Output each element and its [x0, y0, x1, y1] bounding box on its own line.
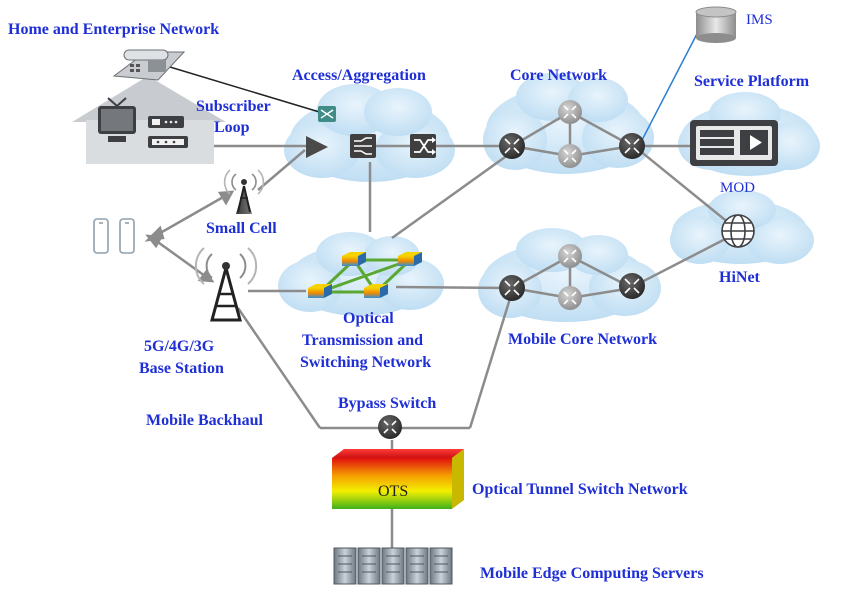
olt-triangle-icon: [306, 136, 328, 158]
base-station-antenna-icon: [194, 247, 258, 322]
label-base-station-1: 5G/4G/3G: [144, 338, 215, 355]
ims-database-icon: [695, 6, 737, 43]
label-optical-2: Transmission and: [302, 332, 424, 349]
optical-nodes: [308, 252, 422, 298]
hinet-globe-icon: [721, 214, 755, 248]
label-loop: Loop: [214, 119, 250, 136]
telephone-icon: [112, 49, 186, 81]
label-base-station-2: Base Station: [139, 360, 224, 377]
ots-box-icon: [332, 449, 464, 509]
label-mobile-core: Mobile Core Network: [508, 331, 657, 348]
label-subscriber: Subscriber: [196, 98, 271, 115]
mec-server-rack-icon: [333, 547, 453, 585]
label-bypass-switch: Bypass Switch: [338, 395, 437, 412]
label-optical-1: Optical: [343, 310, 394, 327]
label-mod: MOD: [720, 180, 756, 196]
media-server-icon: [690, 120, 778, 166]
ims-link: [639, 27, 701, 145]
home-gateway-switch-icon: [318, 106, 336, 122]
label-service-platform: Service Platform: [694, 73, 810, 90]
modem-icon: [148, 116, 188, 148]
smartphone-icons: [93, 218, 135, 254]
label-small-cell: Small Cell: [206, 220, 277, 237]
small-cell-antenna-icon: [223, 169, 265, 214]
access-switch-icon: [410, 134, 436, 158]
label-home-enterprise: Home and Enterprise Network: [8, 21, 220, 38]
router-arrow-marks: [383, 105, 640, 434]
label-optical-3: Switching Network: [300, 354, 432, 371]
label-ots: OTS: [378, 483, 409, 500]
label-mobile-backhaul: Mobile Backhaul: [146, 412, 263, 429]
label-hinet: HiNet: [719, 269, 760, 286]
label-access-aggregation: Access/Aggregation: [292, 67, 426, 84]
label-mec-servers: Mobile Edge Computing Servers: [480, 565, 704, 582]
phone-link: [159, 63, 327, 115]
splitter-icon: [350, 134, 376, 158]
label-ots-network: Optical Tunnel Switch Network: [472, 481, 688, 498]
label-core-network: Core Network: [510, 67, 608, 84]
label-ims: IMS: [746, 12, 773, 28]
optical-network-cloud: [278, 232, 444, 316]
